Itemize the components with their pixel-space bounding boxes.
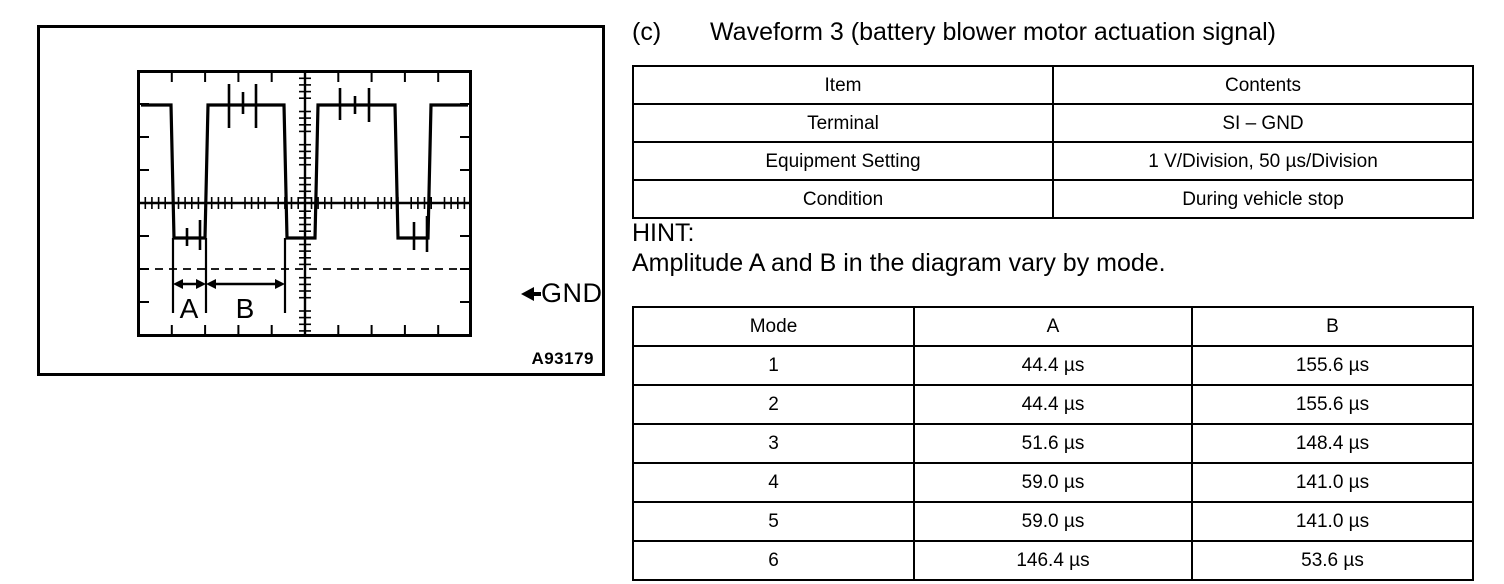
mode-value-b: 155.6 µs	[1191, 384, 1474, 425]
section-heading: (c) Waveform 3 (battery blower motor act…	[632, 18, 1276, 47]
mode-number: 6	[632, 540, 915, 581]
mode-number: 3	[632, 423, 915, 464]
column-header-a: A	[913, 306, 1193, 347]
mode-amplitude-table: Mode A B 1 44.4 µs 155.6 µs 2 44.4 µs 15…	[632, 306, 1474, 581]
column-header-mode: Mode	[632, 306, 915, 347]
spec-item-label: Condition	[632, 179, 1054, 219]
table-header-row: Item Contents	[632, 65, 1474, 105]
mode-number: 5	[632, 501, 915, 542]
spec-item-value: SI – GND	[1052, 103, 1474, 143]
gnd-callout: GND	[521, 280, 603, 307]
waveform-figure-panel: A B GND A93179	[37, 25, 605, 376]
table-row: Equipment Setting 1 V/Division, 50 µs/Di…	[632, 141, 1474, 181]
hint-label: HINT:	[632, 219, 695, 247]
table-row: Terminal SI – GND	[632, 103, 1474, 143]
oscilloscope-screen: A B	[137, 70, 472, 337]
waveform-low-noise-spikes	[185, 216, 429, 252]
table-row: 4 59.0 µs 141.0 µs	[632, 462, 1474, 503]
mode-number: 2	[632, 384, 915, 425]
waveform-noise-spikes	[227, 84, 371, 128]
column-header-item: Item	[632, 65, 1054, 105]
dimension-label-b: B	[236, 293, 255, 324]
column-header-b: B	[1191, 306, 1474, 347]
page-title: Waveform 3 (battery blower motor actuati…	[710, 18, 1276, 46]
table-row: 3 51.6 µs 148.4 µs	[632, 423, 1474, 464]
dimension-label-a: A	[180, 293, 199, 324]
column-header-contents: Contents	[1052, 65, 1474, 105]
mode-value-b: 53.6 µs	[1191, 540, 1474, 581]
mode-value-a: 146.4 µs	[913, 540, 1193, 581]
gnd-label: GND	[541, 278, 603, 308]
mode-value-a: 59.0 µs	[913, 462, 1193, 503]
dimension-arrow-b	[206, 279, 285, 289]
spec-item-value: During vehicle stop	[1052, 179, 1474, 219]
mode-value-a: 51.6 µs	[913, 423, 1193, 464]
mode-value-a: 44.4 µs	[913, 345, 1193, 386]
specification-table: Item Contents Terminal SI – GND Equipmen…	[632, 65, 1474, 219]
table-header-row: Mode A B	[632, 306, 1474, 347]
mode-value-b: 141.0 µs	[1191, 462, 1474, 503]
spec-item-value: 1 V/Division, 50 µs/Division	[1052, 141, 1474, 181]
table-row: 2 44.4 µs 155.6 µs	[632, 384, 1474, 425]
spec-item-label: Equipment Setting	[632, 141, 1054, 181]
mode-value-a: 59.0 µs	[913, 501, 1193, 542]
mode-value-b: 155.6 µs	[1191, 345, 1474, 386]
waveform-trace	[141, 103, 468, 240]
arrow-left-icon	[521, 286, 541, 301]
table-row: 1 44.4 µs 155.6 µs	[632, 345, 1474, 386]
table-row: 5 59.0 µs 141.0 µs	[632, 501, 1474, 542]
mode-value-b: 148.4 µs	[1191, 423, 1474, 464]
hint-text: Amplitude A and B in the diagram vary by…	[632, 248, 1166, 277]
section-marker: (c)	[632, 18, 662, 46]
spec-item-label: Terminal	[632, 103, 1054, 143]
table-row: 6 146.4 µs 53.6 µs	[632, 540, 1474, 581]
dimension-extension-lines	[171, 238, 287, 313]
center-vertical-axis	[299, 72, 311, 334]
hint-block: HINT: Amplitude A and B in the diagram v…	[632, 219, 1166, 278]
mode-number: 4	[632, 462, 915, 503]
dimension-arrow-a	[173, 279, 206, 289]
mode-value-b: 141.0 µs	[1191, 501, 1474, 542]
table-row: Condition During vehicle stop	[632, 179, 1474, 219]
mode-value-a: 44.4 µs	[913, 384, 1193, 425]
figure-code: A93179	[531, 349, 594, 368]
mode-number: 1	[632, 345, 915, 386]
